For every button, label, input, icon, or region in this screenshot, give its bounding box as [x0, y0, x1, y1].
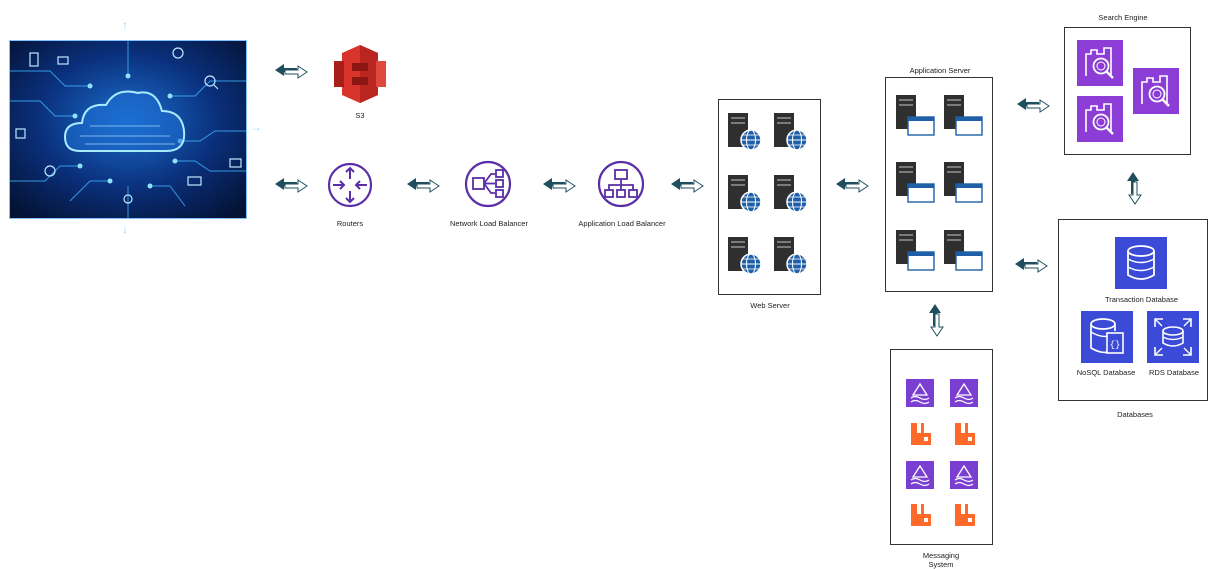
- bidirectional-arrow-icon: [274, 63, 308, 79]
- messaging-system-group: [890, 349, 993, 545]
- message-queue-icon: [949, 378, 979, 408]
- app-server-label: Application Server: [909, 66, 971, 75]
- transaction-db-label: Transaction Database: [1104, 295, 1179, 304]
- server-globe-icon: [727, 236, 762, 275]
- server-window-icon: [895, 94, 935, 136]
- search-engine-icon: [1075, 94, 1125, 144]
- bidirectional-arrow-icon: [835, 177, 869, 193]
- router-icon: [327, 162, 373, 208]
- server-globe-icon: [727, 112, 762, 151]
- web-server-label: Web Server: [750, 301, 790, 310]
- search-engine-label: Search Engine: [1098, 13, 1148, 22]
- bidirectional-arrow-icon: [542, 177, 576, 193]
- svg-text:{}: {}: [1110, 340, 1121, 350]
- nosql-database-icon: {}: [1081, 311, 1133, 363]
- search-engine-icon: [1075, 38, 1125, 88]
- database-icon: [1115, 237, 1167, 289]
- web-server-group: [718, 99, 821, 295]
- messaging-label-line1: Messaging: [922, 551, 960, 560]
- bidirectional-arrow-icon: [670, 177, 704, 193]
- nosql-db-label: NoSQL Database: [1076, 368, 1136, 377]
- rabbitmq-icon: [911, 423, 931, 445]
- messaging-label-line2: System: [928, 560, 954, 569]
- message-queue-icon: [949, 460, 979, 490]
- bidirectional-arrow-icon: [406, 177, 440, 193]
- s3-label: S3: [355, 111, 365, 120]
- server-window-icon: [943, 229, 983, 271]
- bidirectional-arrow-icon: [274, 177, 308, 193]
- rabbitmq-icon: [911, 504, 931, 526]
- routers-label: Routers: [336, 219, 364, 228]
- alb-label: Application Load Balancer: [578, 219, 666, 228]
- edge-arrow-top-icon: ↑: [122, 18, 128, 32]
- nlb-label: Network Load Balancer: [450, 219, 528, 228]
- bidirectional-arrow-icon: [1126, 171, 1142, 205]
- application-load-balancer-icon: [597, 160, 645, 208]
- bidirectional-arrow-icon: [928, 303, 944, 337]
- server-globe-icon: [727, 174, 762, 213]
- server-window-icon: [895, 229, 935, 271]
- message-queue-icon: [905, 460, 935, 490]
- search-engine-icon: [1131, 66, 1181, 116]
- server-globe-icon: [773, 174, 808, 213]
- message-queue-icon: [905, 378, 935, 408]
- server-window-icon: [943, 161, 983, 203]
- server-globe-icon: [773, 236, 808, 275]
- server-window-icon: [895, 161, 935, 203]
- rabbitmq-icon: [955, 423, 975, 445]
- bidirectional-arrow-icon: [1014, 257, 1048, 273]
- network-load-balancer-icon: [464, 160, 512, 208]
- databases-group: Transaction Database {} NoSQL Database R…: [1058, 219, 1208, 401]
- server-globe-icon: [773, 112, 808, 151]
- s3-bucket-icon: [330, 45, 390, 103]
- databases-label: Databases: [1117, 410, 1153, 419]
- app-server-group: [885, 77, 993, 292]
- server-window-icon: [943, 94, 983, 136]
- search-engine-group: [1064, 27, 1191, 155]
- edge-arrow-right-icon: →: [250, 120, 262, 134]
- cloud-network-illustration: [9, 40, 247, 219]
- rds-database-icon: [1147, 311, 1199, 363]
- rabbitmq-icon: [955, 504, 975, 526]
- bidirectional-arrow-icon: [1016, 97, 1050, 113]
- edge-arrow-bottom-icon: ↓: [122, 222, 128, 236]
- rds-db-label: RDS Database: [1148, 368, 1200, 377]
